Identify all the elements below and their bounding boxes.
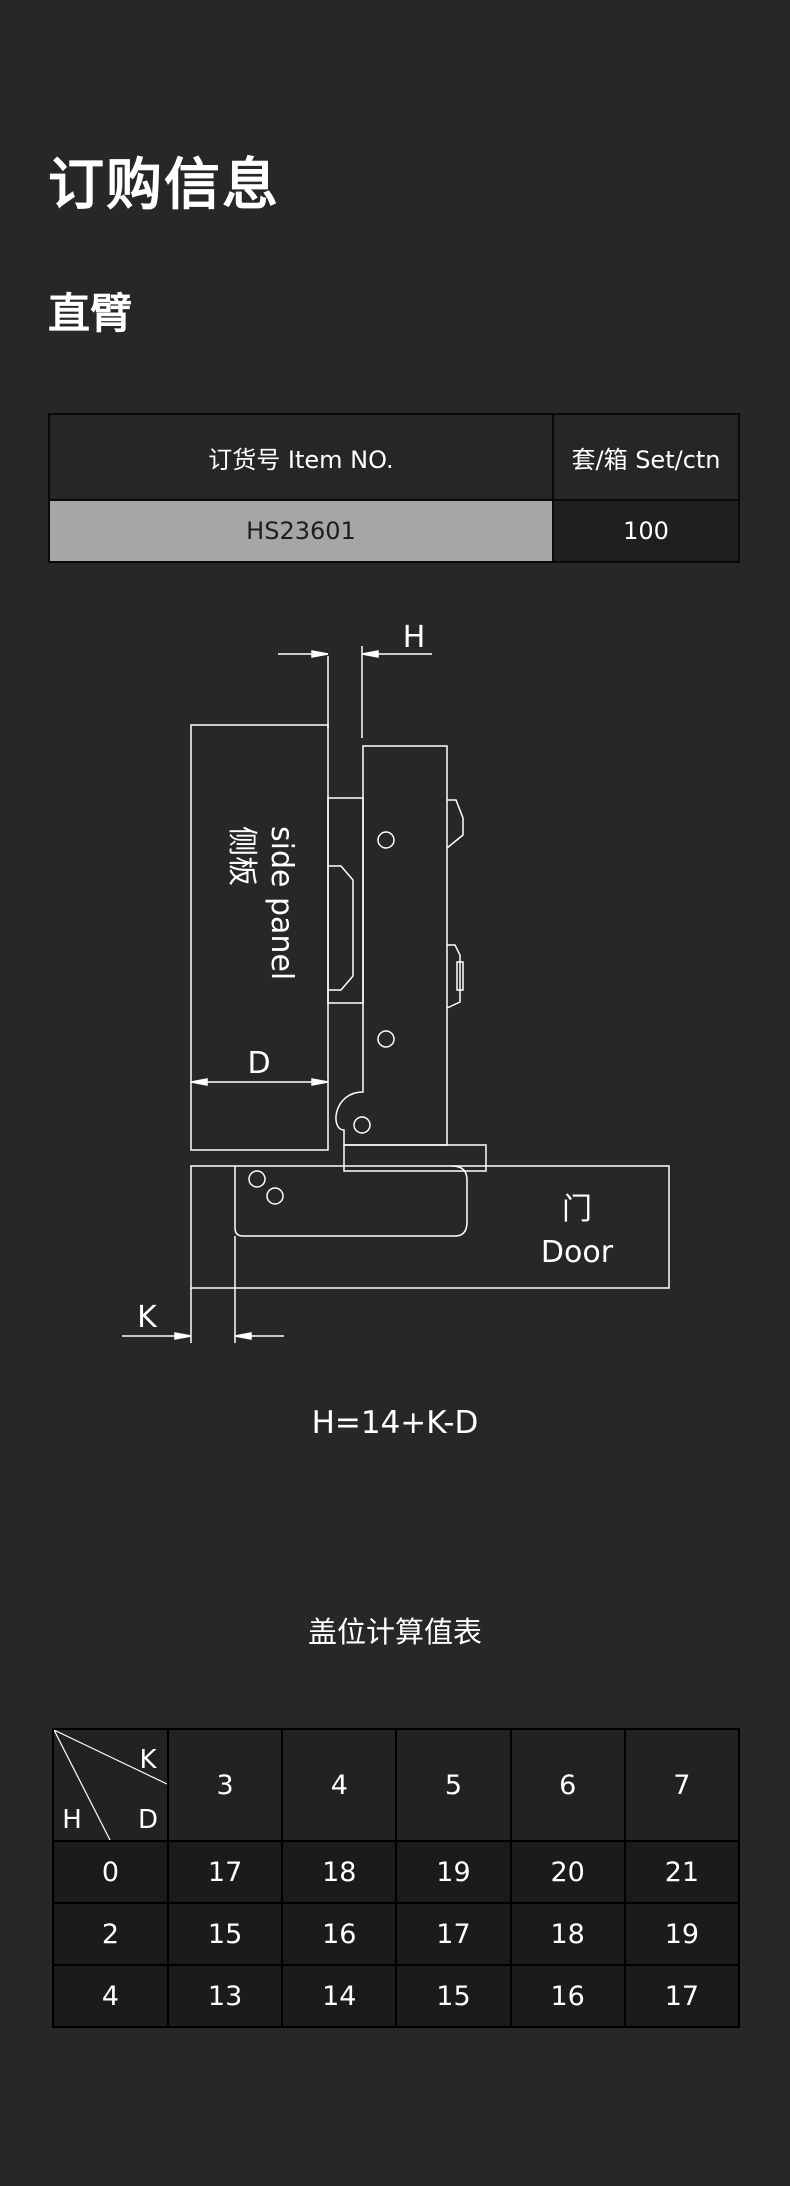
- d-arrowhead-left: [190, 1078, 208, 1086]
- arm-clip-middle: [446, 944, 461, 1009]
- d-value-cell: 20: [509, 1840, 626, 1904]
- calc-table-title: 盖位计算值表: [307, 1615, 482, 1649]
- adjust-screw: [456, 961, 464, 991]
- d-value-cell: 17: [623, 1964, 741, 2028]
- screw-hole-top: [377, 831, 395, 849]
- table-row: 0 17 18 19 20 21: [52, 1840, 741, 1904]
- d-value-cell: 19: [395, 1840, 512, 1904]
- k-value-header: 5: [395, 1728, 512, 1842]
- d-arrowhead-right: [311, 1078, 329, 1086]
- k-arrowhead-left: [174, 1332, 192, 1340]
- corner-diagonal-k: [54, 1730, 167, 1785]
- hinge-diagram: H 侧板 side panel D 门 Door K: [122, 620, 670, 1343]
- d-value-cell: 17: [395, 1902, 512, 1966]
- item-no-value: HS23601: [48, 499, 554, 563]
- table-row: 4 13 14 15 16 17: [52, 1964, 741, 2028]
- order-table-header-row: 订货号 Item NO. 套/箱 Set/ctn: [48, 413, 740, 501]
- d-value-cell: 14: [281, 1964, 398, 2028]
- d-value-cell: 21: [623, 1840, 741, 1904]
- d-label: D: [247, 1046, 270, 1081]
- d-value-cell: 15: [166, 1902, 284, 1966]
- cup-hole-right: [266, 1187, 284, 1205]
- section-title: 直臂: [48, 289, 133, 338]
- calc-table: K H D 3 4 5 6 7 0 17 18 19 20 21 2 15 16…: [52, 1728, 741, 2028]
- hinge-cup: [234, 1165, 468, 1237]
- qty-value: 100: [552, 499, 740, 563]
- d-value-cell: 15: [395, 1964, 512, 2028]
- formula: H=14+K-D: [311, 1405, 479, 1441]
- h-value-cell: 0: [52, 1840, 169, 1904]
- k-label: K: [137, 1300, 158, 1335]
- side-panel-cn-label: 侧板: [224, 826, 259, 886]
- h-arrowhead-left: [311, 650, 329, 658]
- mounting-plate-recess: [328, 865, 354, 991]
- h-value-cell: 2: [52, 1902, 169, 1966]
- corner-h-label: H: [62, 1805, 82, 1835]
- h-label: H: [403, 620, 426, 655]
- cup-hole-left: [248, 1170, 266, 1188]
- mounting-plate: [327, 797, 364, 1004]
- k-value-header: 7: [623, 1728, 741, 1842]
- table-row: 2 15 16 17 18 19: [52, 1902, 741, 1966]
- item-no-header: 订货号 Item NO.: [48, 413, 554, 501]
- d-value-cell: 19: [623, 1902, 741, 1966]
- k-value-header: 3: [166, 1728, 284, 1842]
- door-cn-label: 门: [562, 1192, 592, 1227]
- order-table: 订货号 Item NO. 套/箱 Set/ctn HS23601 100: [48, 413, 740, 563]
- page-title: 订购信息: [48, 153, 280, 218]
- d-value-cell: 18: [281, 1840, 398, 1904]
- k-arrowhead-right: [234, 1332, 252, 1340]
- arm-clip-top: [446, 799, 464, 849]
- corner-diagonal-d: [54, 1730, 111, 1840]
- screw-hole-middle: [377, 1030, 395, 1048]
- corner-cell: K H D: [52, 1728, 169, 1842]
- side-panel: [190, 724, 329, 1151]
- side-panel-en-label: side panel: [264, 826, 299, 980]
- corner-k-label: K: [139, 1745, 157, 1775]
- door-en-label: Door: [541, 1235, 614, 1270]
- hinge-base: [343, 1144, 487, 1172]
- qty-header: 套/箱 Set/ctn: [552, 413, 740, 501]
- corner-d-label: D: [138, 1805, 158, 1835]
- h-arrowhead-right: [361, 650, 379, 658]
- order-table-row: HS23601 100: [48, 499, 740, 563]
- d-value-cell: 13: [166, 1964, 284, 2028]
- corner-diagonals: K H D: [54, 1730, 167, 1840]
- k-value-header: 6: [509, 1728, 626, 1842]
- d-value-cell: 16: [281, 1902, 398, 1966]
- door-panel: [190, 1165, 670, 1289]
- k-value-header: 4: [281, 1728, 398, 1842]
- d-value-cell: 17: [166, 1840, 284, 1904]
- d-value-cell: 18: [509, 1902, 626, 1966]
- calc-table-header-row: K H D 3 4 5 6 7: [52, 1728, 741, 1842]
- d-value-cell: 16: [509, 1964, 626, 2028]
- screw-hole-bottom: [353, 1116, 371, 1134]
- h-value-cell: 4: [52, 1964, 169, 2028]
